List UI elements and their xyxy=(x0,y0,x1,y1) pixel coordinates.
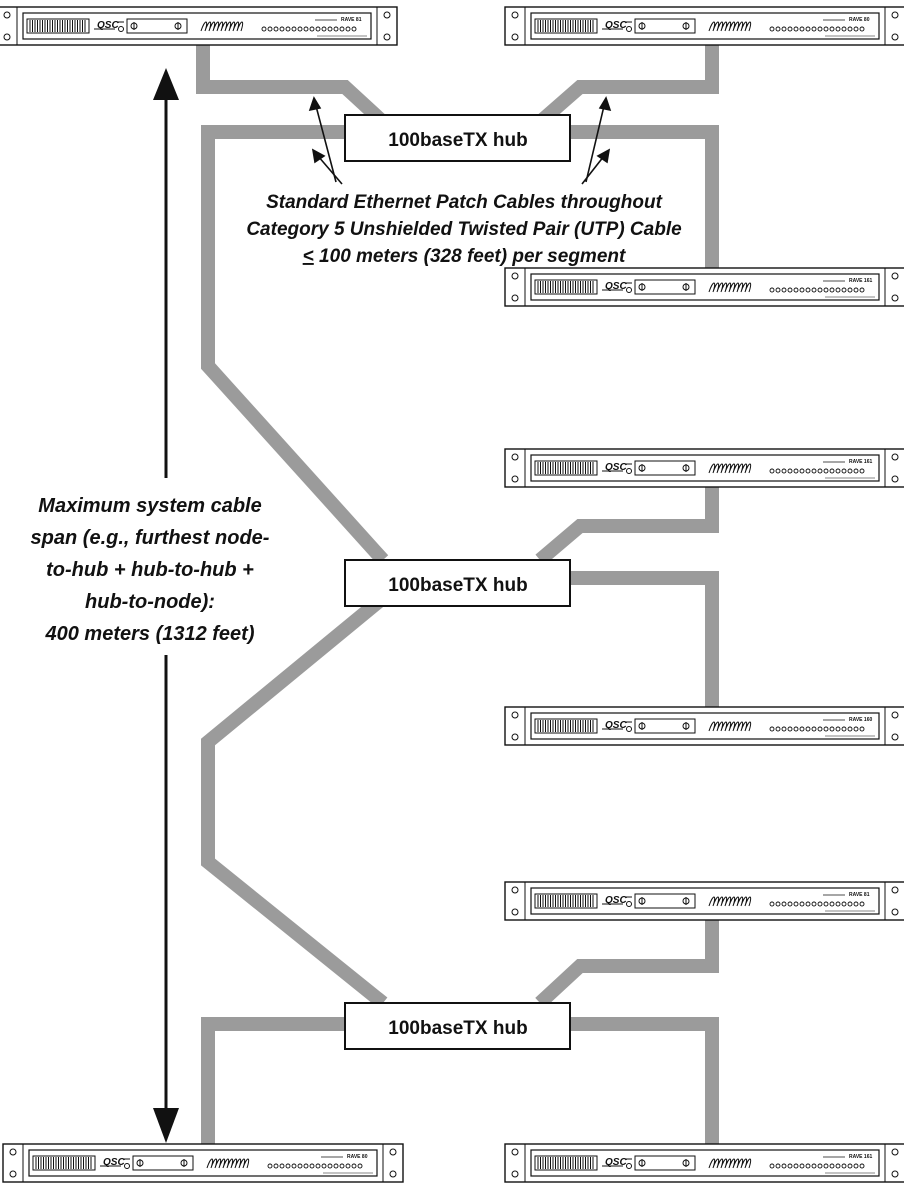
span-note-line-3: to-hub + hub-to-hub + xyxy=(46,559,254,581)
rack-unit-icon xyxy=(504,6,904,46)
cable-hub2-hub3 xyxy=(201,592,388,1009)
cable-note-line-2: Category 5 Unshielded Twisted Pair (UTP)… xyxy=(246,219,682,240)
arrow-down-icon xyxy=(153,1108,179,1143)
cables xyxy=(196,45,719,1156)
device-node-4: QSC RAVE 161 xyxy=(504,448,904,488)
device-node-2: QSC RAVE 80 xyxy=(504,6,904,46)
device-model: RAVE 161 xyxy=(849,459,872,465)
span-arrow xyxy=(153,68,179,1143)
device-model: RAVE 80 xyxy=(347,1154,368,1160)
span-note-line-2: span (e.g., furthest node- xyxy=(31,527,270,549)
less-equal-symbol: < xyxy=(303,246,314,267)
device-brand: QSC xyxy=(605,462,627,473)
device-node-7: QSC RAVE 80 xyxy=(2,1143,404,1183)
span-note-line-5: 400 meters (1312 feet) xyxy=(44,623,254,645)
device-node-3: QSC RAVE 161 xyxy=(504,267,904,307)
cable-hub1-node3 xyxy=(570,125,719,268)
cable-node4-hub2 xyxy=(535,487,719,566)
hub-1: 100baseTX hub xyxy=(344,114,571,162)
hub-3: 100baseTX hub xyxy=(344,1002,571,1050)
device-model: RAVE 160 xyxy=(849,717,872,723)
cable-node1-hub1 xyxy=(196,45,388,128)
span-note-line-4: hub-to-node): xyxy=(85,591,215,613)
cable-note-line-3-rest: 100 meters (328 feet) per segment xyxy=(314,246,626,267)
cable-note: Standard Ethernet Patch Cables throughou… xyxy=(246,192,682,267)
rack-unit-icon xyxy=(504,267,904,307)
device-brand: QSC xyxy=(605,1157,627,1168)
device-brand: QSC xyxy=(605,20,627,31)
rack-unit-icon xyxy=(504,881,904,921)
device-brand: QSC xyxy=(103,1157,125,1168)
device-brand: QSC xyxy=(605,720,627,731)
arrowhead-icon xyxy=(596,148,611,164)
arrowhead-icon xyxy=(311,148,326,164)
device-model: RAVE 80 xyxy=(849,17,870,23)
device-node-8: QSC RAVE 161 xyxy=(504,1143,904,1183)
cable-hub3-node7 xyxy=(201,1017,345,1156)
rack-unit-icon xyxy=(2,1143,404,1183)
cable-hub3-node8 xyxy=(570,1017,719,1156)
rack-unit-icon xyxy=(504,448,904,488)
span-note: Maximum system cable span (e.g., furthes… xyxy=(31,495,270,645)
device-model: RAVE 161 xyxy=(849,1154,872,1160)
note-pointers xyxy=(308,96,612,185)
device-brand: QSC xyxy=(605,281,627,292)
arrowhead-icon xyxy=(308,96,322,112)
arrow-up-icon xyxy=(153,68,179,100)
device-model: RAVE 81 xyxy=(849,892,870,898)
arrowhead-icon xyxy=(598,96,612,112)
device-node-5: QSC RAVE 160 xyxy=(504,706,904,746)
hub-label: 100baseTX hub xyxy=(388,575,527,596)
rack-unit-icon xyxy=(0,6,398,46)
rack-unit-icon xyxy=(504,1143,904,1183)
hub-label: 100baseTX hub xyxy=(388,1018,527,1039)
device-model: RAVE 161 xyxy=(849,278,872,284)
cable-node6-hub3 xyxy=(535,920,719,1009)
cable-note-line-1: Standard Ethernet Patch Cables throughou… xyxy=(266,192,663,213)
device-node-1: QSC RAVE 81 xyxy=(0,6,398,46)
device-brand: QSC xyxy=(605,895,627,906)
cable-hub1-hub2 xyxy=(201,125,389,565)
device-brand: QSC xyxy=(97,20,119,31)
device-node-6: QSC RAVE 81 xyxy=(504,881,904,921)
cable-hub2-node5 xyxy=(570,571,719,714)
cable-node2-hub1 xyxy=(535,45,719,128)
device-model: RAVE 81 xyxy=(341,17,362,23)
hub-2: 100baseTX hub xyxy=(344,559,571,607)
span-note-line-1: Maximum system cable xyxy=(38,495,261,517)
cable-note-line-3: < 100 meters (328 feet) per segment xyxy=(303,246,626,267)
hub-label: 100baseTX hub xyxy=(388,130,527,151)
rack-unit-icon xyxy=(504,706,904,746)
